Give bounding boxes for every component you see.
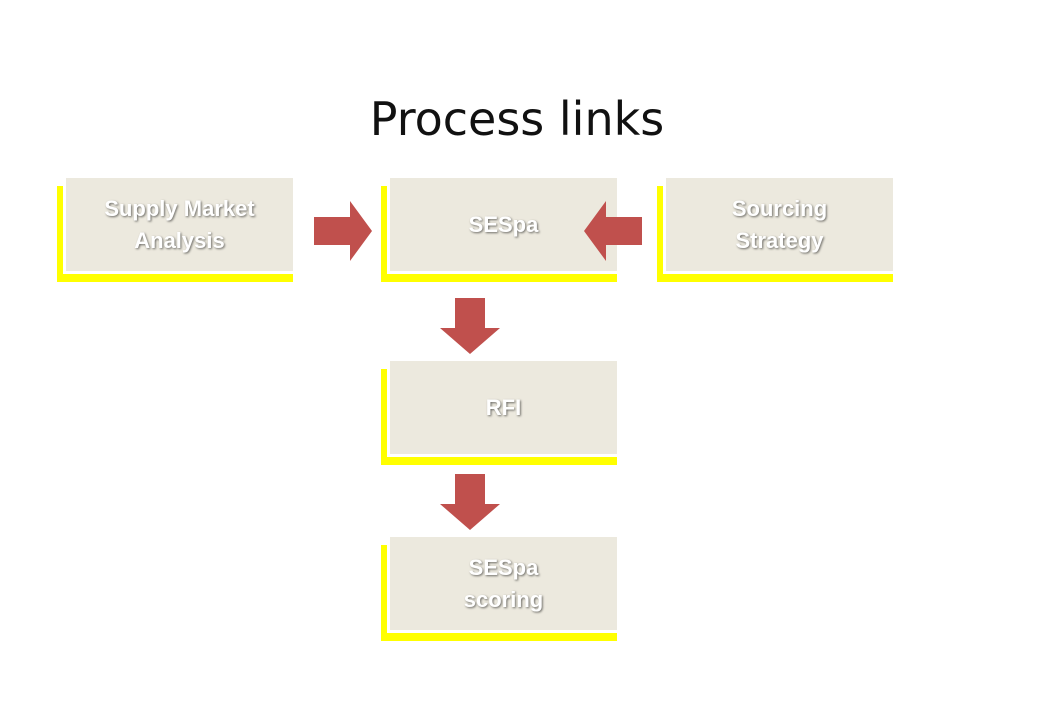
- supply-market-analysis-label: Supply Market Analysis: [104, 195, 255, 253]
- rfi-label: RFI: [485, 394, 522, 420]
- sespa-scoring-node: SESpa scoring: [381, 537, 617, 641]
- arrow-left-icon: [584, 201, 642, 261]
- sespa-scoring-label: SESpa scoring: [463, 554, 544, 612]
- slide-title: Process links: [369, 92, 665, 146]
- sespa-node: SESpa: [381, 178, 617, 282]
- arrow-down-icon: [440, 474, 500, 530]
- node-box: SESpa scoring: [387, 537, 617, 633]
- sourcing-strategy-node: Sourcing Strategy: [657, 178, 893, 282]
- supply-market-analysis-node: Supply Market Analysis: [57, 178, 293, 282]
- node-box: Supply Market Analysis: [63, 178, 293, 274]
- node-box: SESpa: [387, 178, 617, 274]
- arrow-down-icon: [440, 298, 500, 354]
- sourcing-strategy-label: Sourcing Strategy: [731, 195, 828, 253]
- rfi-node: RFI: [381, 361, 617, 465]
- arrow-right-icon: [314, 201, 372, 261]
- sespa-label: SESpa: [468, 211, 539, 237]
- node-box: RFI: [387, 361, 617, 457]
- node-box: Sourcing Strategy: [663, 178, 893, 274]
